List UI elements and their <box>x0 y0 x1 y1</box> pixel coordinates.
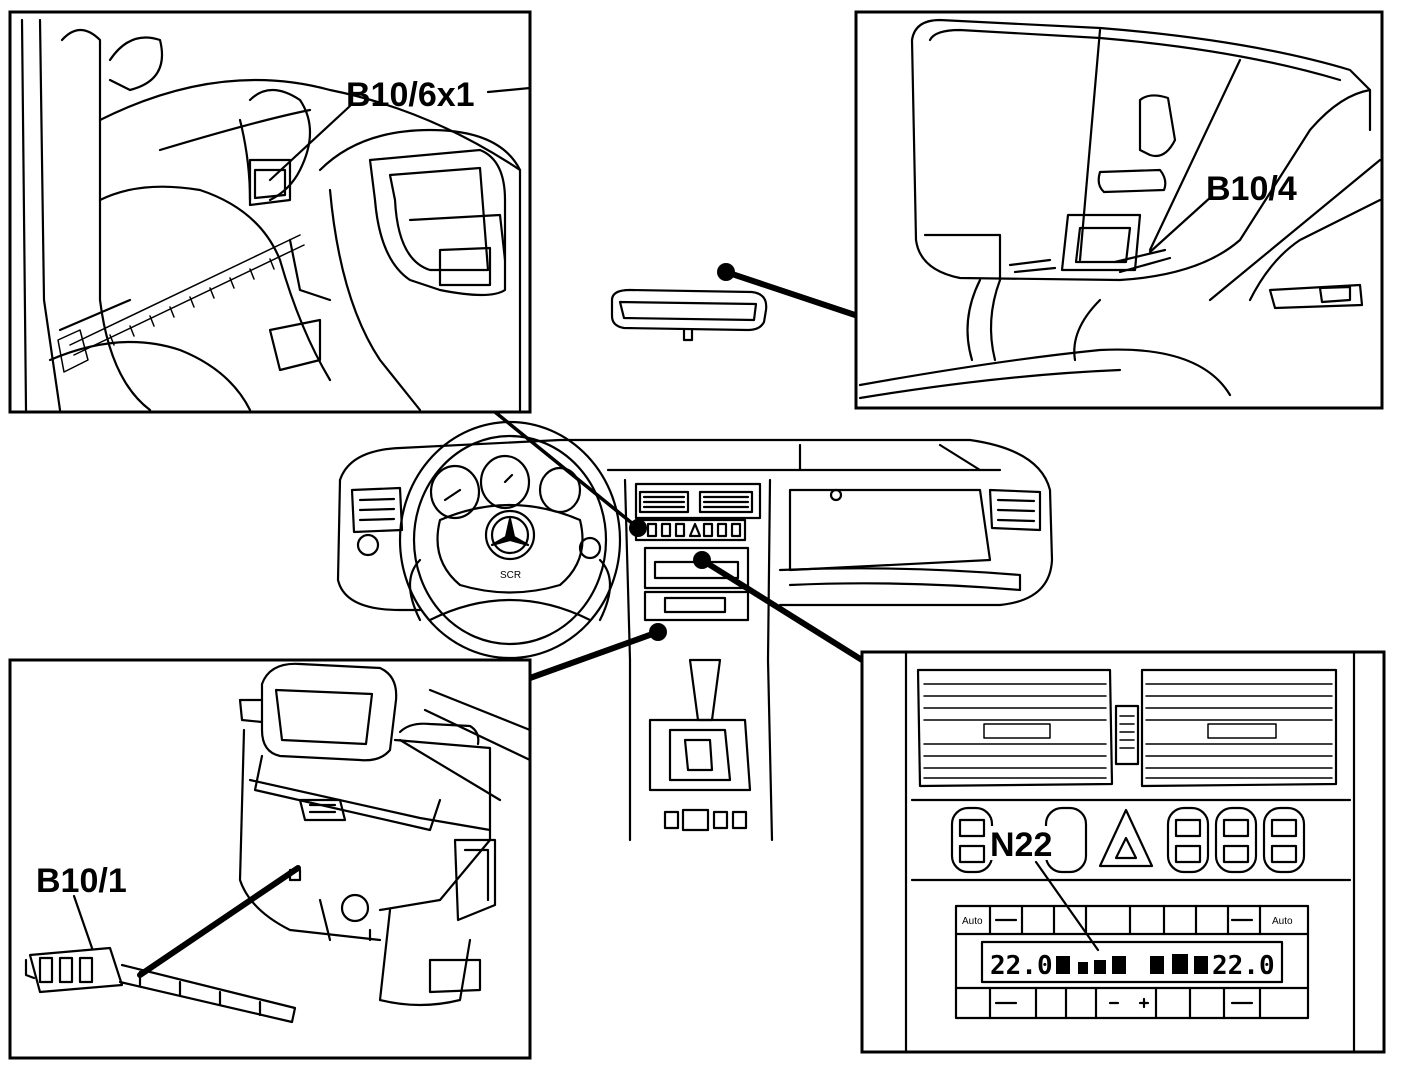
panel-roof-sensor: B10/4 <box>854 10 1384 410</box>
panel-footwell-sensor: B10/1 <box>8 658 532 1060</box>
panel-climate-unit: Auto Auto 22.0 22.0 N22 <box>860 650 1386 1054</box>
left-temp-readout: 22.0 <box>990 951 1053 981</box>
auto-button-right[interactable]: Auto <box>1272 916 1293 927</box>
footwell-sensor-part <box>24 946 297 1024</box>
label-b10-4: B10/4 <box>1206 170 1297 208</box>
callout-dot-door <box>629 519 647 537</box>
rear-view-mirror <box>610 288 768 342</box>
pointer-sensor-to-housing <box>137 865 301 978</box>
leader-climate-unit <box>699 557 865 663</box>
pointer-b10-6x1 <box>268 104 352 182</box>
pointer-b10-4 <box>1148 194 1214 254</box>
leader-footwell-sensor <box>527 629 661 681</box>
leader-lines <box>488 263 865 681</box>
callout-dot-roof <box>717 263 735 281</box>
label-b10-6x1: B10/6x1 <box>346 76 475 114</box>
pointer-n22 <box>1034 860 1100 952</box>
dashboard-overview: SCR <box>336 420 1054 842</box>
display-segments <box>1056 954 1208 974</box>
switch-4[interactable] <box>1166 806 1210 874</box>
switch-5[interactable] <box>1214 806 1258 874</box>
right-temp-readout: 22.0 <box>1212 951 1275 981</box>
hazard-switch[interactable] <box>1098 808 1154 868</box>
auto-button-left[interactable]: Auto <box>962 916 983 927</box>
leader-roof-sensor <box>723 269 861 319</box>
callout-dot-climate <box>693 551 711 569</box>
label-b10-1: B10/1 <box>36 862 127 900</box>
cable-tie <box>57 234 305 373</box>
climate-display <box>980 940 1284 984</box>
callout-dot-footwell <box>649 623 667 641</box>
steering-wheel-emblem-text: SCR <box>500 570 521 581</box>
switch-6[interactable] <box>1262 806 1306 874</box>
label-n22: N22 <box>990 826 1052 864</box>
panel-door-sensor: B10/6x1 <box>8 10 532 414</box>
vent-slats <box>923 683 1333 779</box>
pointer-b10-1 <box>72 894 94 950</box>
